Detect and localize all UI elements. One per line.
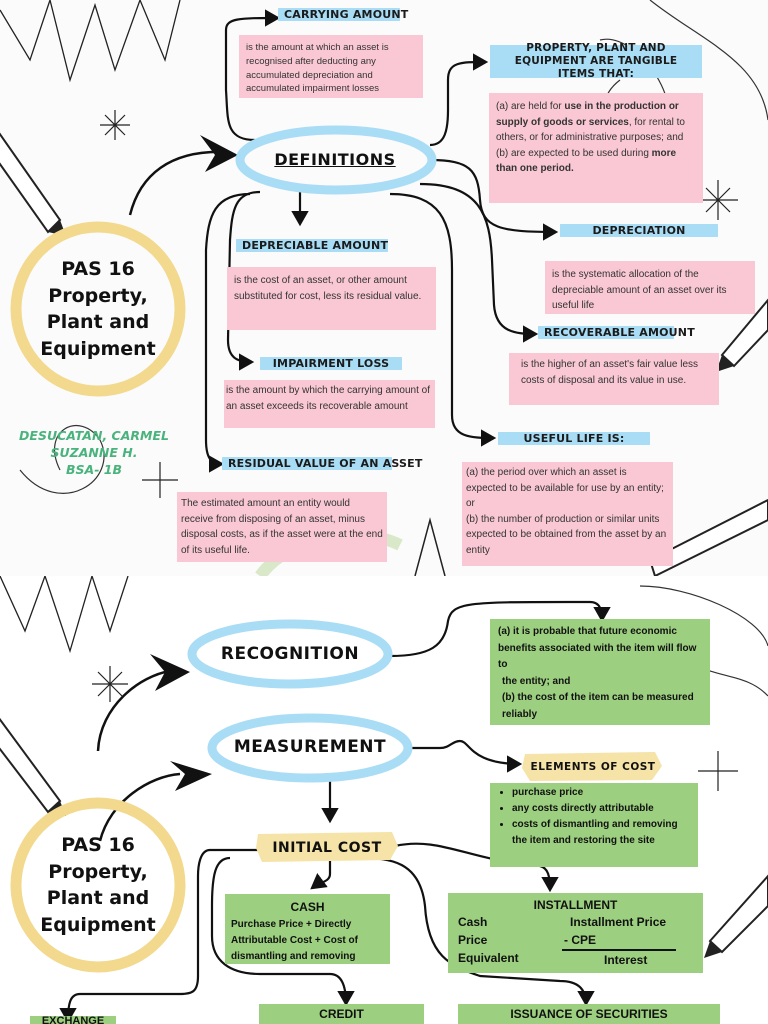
recoverable-amount-text: is the higher of an asset's fair value l… [509, 353, 719, 405]
useful-life-title: USEFUL LIFE IS: [498, 430, 650, 447]
sparkle-icon [698, 751, 738, 791]
depreciation-title: DEPRECIATION [560, 222, 718, 239]
residual-value-text: The estimated amount an entity would rec… [177, 492, 387, 562]
elements-cost-highlight [522, 752, 662, 781]
measurement-cloud [207, 713, 413, 783]
element-item: purchase price [512, 785, 692, 801]
sparkle-icon [92, 666, 128, 702]
cash-title: CASH [290, 900, 325, 914]
recognition-cloud [187, 619, 393, 689]
ppe-text: (a) are held for use in the production o… [489, 93, 703, 203]
pencil-icon [648, 498, 768, 576]
author-section: BSA- 1B [66, 461, 122, 477]
sparkle-icon [100, 110, 130, 140]
circle-title: PAS 16 Property, Plant and Equipment [40, 834, 156, 936]
definitions-connectors [0, 0, 768, 576]
useful-life-a: (a) the period over which an asset is ex… [466, 467, 664, 509]
curved-arrow-icon [96, 669, 171, 752]
impairment-loss-text: is the amount by which the carrying amou… [224, 380, 435, 428]
useful-life-text: (a) the period over which an asset is ex… [462, 462, 673, 566]
recognition-title: RECOGNITION [220, 644, 360, 664]
cash-text: Purchase Price + Directly Attributable C… [231, 919, 358, 963]
element-item: costs of dismantling and removing the it… [512, 817, 692, 849]
carrying-amount-title: CARRYING AMOUNT [278, 6, 408, 23]
credit-box: CREDIT [259, 1004, 424, 1024]
installment-denominator: Interest [604, 953, 648, 967]
installment-minus: - CPE [564, 933, 597, 947]
impairment-loss-title: IMPAIRMENT LOSS [260, 355, 402, 372]
title-circle [10, 797, 186, 973]
installment-cash: Cash [458, 915, 488, 929]
pencil-icon [708, 874, 768, 954]
recoverable-amount-title: RECOVERABLE AMOUNT [538, 324, 695, 341]
recognition-b: (b) the cost of the item can be measured… [502, 692, 694, 720]
useful-life-b: (b) the number of production or similar … [466, 513, 667, 556]
installment-box: INSTALLMENT Cash Price Equivalent Instal… [448, 893, 703, 973]
zigzag-doodle-icon [0, 576, 129, 654]
cash-box: CASH Purchase Price + Directly Attributa… [225, 894, 390, 964]
author-name: DESUCATAN, CARMEL SUZANNE H. [19, 428, 169, 460]
installment-numerator: Installment Price [570, 915, 667, 929]
carrying-amount-text: is the amount at which an asset is recog… [239, 35, 423, 98]
definitions-title: DEFINITIONS [274, 149, 396, 169]
ppe-a-text: (a) are held for [496, 101, 565, 112]
recognition-a2: the entity; and [502, 675, 571, 687]
depreciation-text: is the systematic allocation of the depr… [545, 261, 755, 314]
sparkle-icon [698, 180, 738, 220]
circle-title: PAS 16 Property, Plant and Equipment [40, 258, 156, 360]
initial-cost-highlight [256, 832, 398, 862]
measurement-title: MEASUREMENT [233, 737, 387, 757]
ppe-b-text: (b) are expected to be used during [496, 147, 652, 159]
depreciable-amount-text: is the cost of an asset, or other amount… [227, 267, 436, 330]
zigzag-doodle-icon [0, 0, 181, 83]
ppe-a-bold: use in the production or supply of goods… [496, 101, 679, 128]
recognition-text: (a) it is probable that future economic … [490, 619, 710, 725]
initial-cost-title: INITIAL COST [272, 840, 382, 856]
definitions-panel: PAS 16 Property, Plant and Equipment DES… [0, 0, 768, 576]
definitions-cloud [235, 125, 437, 195]
ppe-title: PROPERTY, PLANT AND EQUIPMENT ARE TANGIB… [490, 40, 702, 84]
residual-value-title: RESIDUAL VALUE OF AN ASSET [222, 455, 422, 472]
swirl-doodle-icon [19, 424, 105, 494]
author-block: DESUCATAN, CARMEL SUZANNE H. BSA- 1B [0, 428, 188, 479]
ppe-a-post: , for rental to others, or for administr… [496, 116, 685, 144]
installment-price: Price [458, 933, 488, 947]
element-item: any costs directly attributable [512, 801, 692, 817]
pencil-icon [0, 717, 62, 814]
sparkle-icon [142, 462, 178, 498]
recognition-a: (a) it is probable that future economic … [498, 626, 697, 670]
curved-arrow-icon [128, 150, 226, 216]
pencil-icon [0, 132, 62, 234]
title-circle [10, 221, 186, 397]
elements-cost-list: purchase price any costs directly attrib… [490, 783, 698, 867]
installment-title: INSTALLMENT [533, 898, 618, 912]
fraction-bar [562, 949, 676, 951]
recognition-measurement-panel: PAS 16 Property, Plant and Equipment REC… [0, 576, 768, 1024]
installment-equivalent: Equivalent [458, 951, 519, 965]
elements-cost-title: ELEMENTS OF COST [530, 761, 656, 773]
curved-arrow-icon [98, 772, 181, 842]
depreciable-amount-title: DEPRECIABLE AMOUNT [236, 237, 388, 254]
measurement-connectors [0, 576, 768, 1024]
exchange-box: EXCHANGE [30, 1016, 116, 1024]
issuance-box: ISSUANCE OF SECURITIES [458, 1004, 720, 1024]
ppe-b-bold: more than one period. [496, 147, 677, 175]
